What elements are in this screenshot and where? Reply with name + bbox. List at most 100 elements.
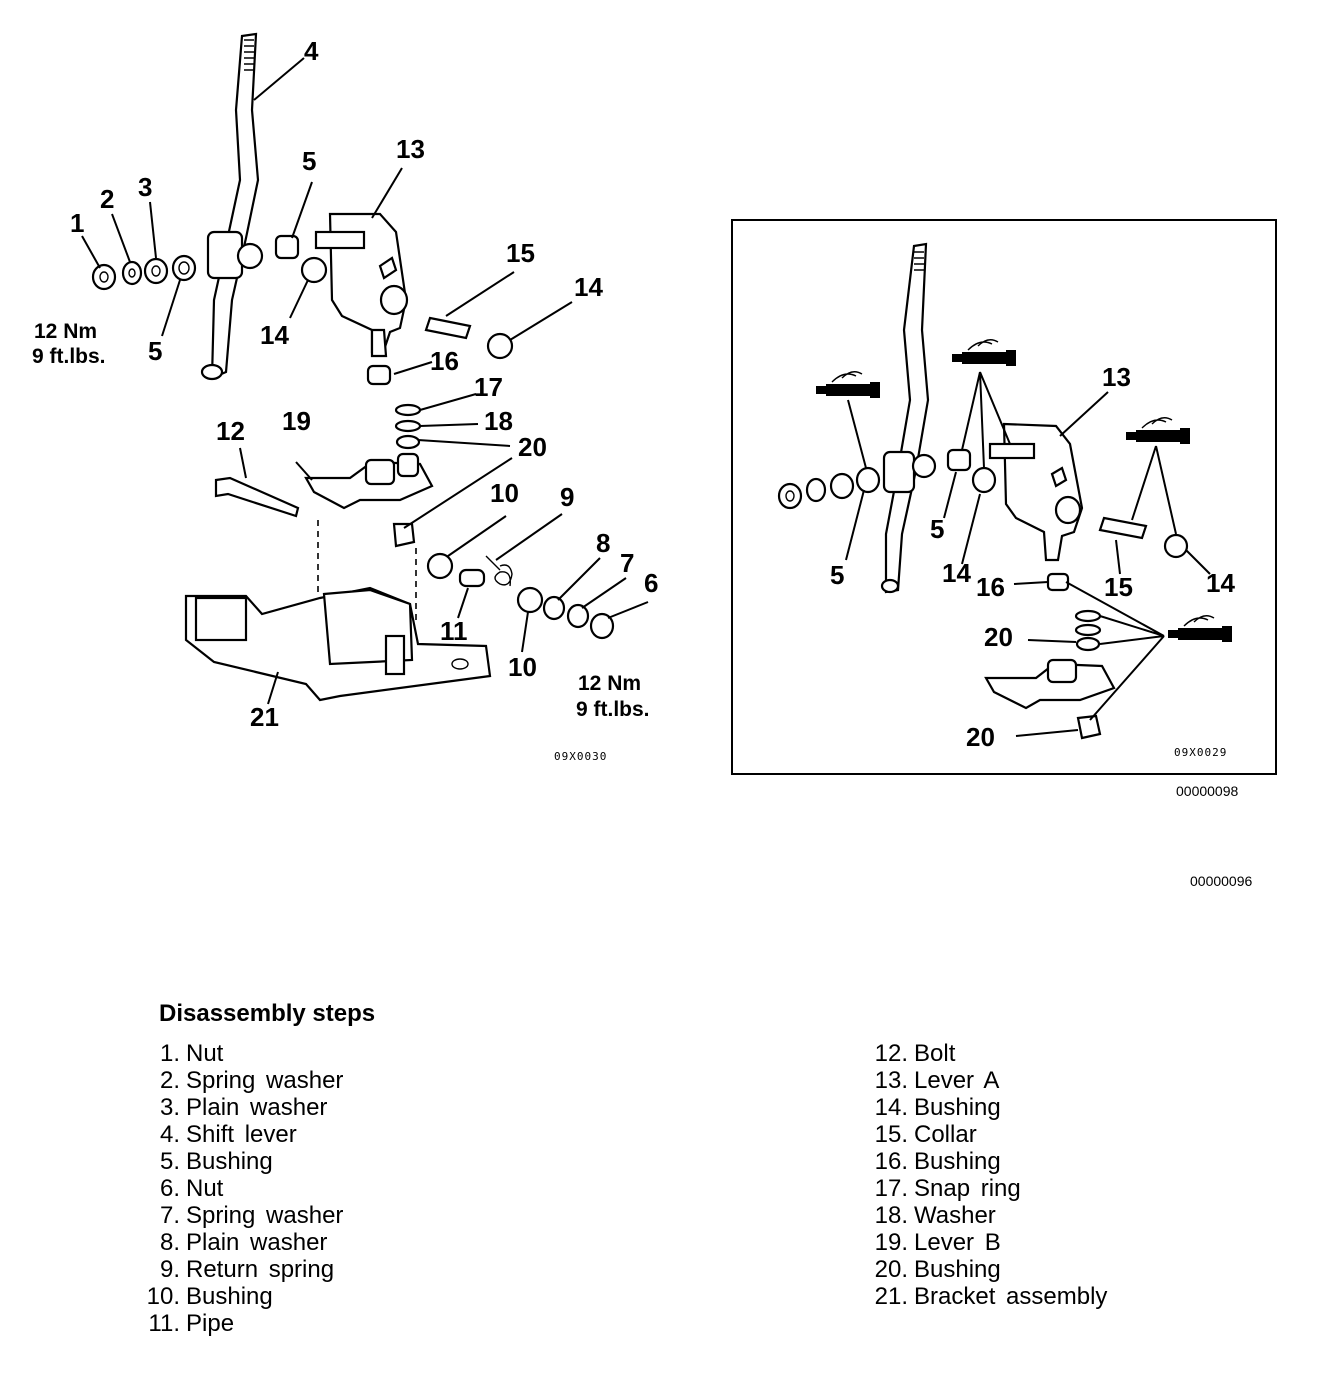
legend-item-number: 21. — [874, 1283, 908, 1310]
legend-item-number: 3. — [159, 1094, 180, 1121]
legend-item-number: 7. — [159, 1202, 180, 1229]
callout-12: 12 — [216, 416, 245, 446]
legend-item-label: Plain washer — [186, 1229, 328, 1256]
legend-item-label: Bolt — [914, 1040, 956, 1067]
legend-item-label: Lever B — [914, 1229, 1001, 1256]
callout-19: 19 — [282, 406, 311, 436]
right-callout-14-mid: 14 — [942, 558, 971, 588]
callout-11: 11 — [440, 616, 468, 646]
legend-item: 18.Washer — [874, 1202, 1107, 1229]
legend-item: 5.Bushing — [146, 1148, 343, 1175]
legend-item-label: Return spring — [186, 1256, 335, 1283]
callout-6: 6 — [644, 568, 658, 598]
legend-item-label: Spring washer — [186, 1067, 344, 1094]
legend-column-1: 1.Nut 2.Spring washer 3.Plain washer 4.S… — [146, 1040, 344, 1337]
legend-item-number: 1. — [159, 1040, 180, 1067]
legend-item-number: 15. — [874, 1121, 908, 1148]
legend-item-number: 17. — [874, 1175, 908, 1202]
torque-left-nm: 12 Nm — [34, 320, 97, 343]
legend-item: 17.Snap ring — [874, 1175, 1107, 1202]
legend-item: 13.Lever A — [874, 1067, 1107, 1094]
legend-item: 8.Plain washer — [146, 1229, 343, 1256]
right-callout-5-mid: 5 — [930, 514, 944, 544]
callout-7: 7 — [620, 548, 634, 578]
legend-item-number: 5. — [159, 1148, 180, 1175]
legend-item-number: 18. — [874, 1202, 908, 1229]
legend-item-label: Washer — [914, 1202, 996, 1229]
legend-item: 6.Nut — [146, 1175, 343, 1202]
callout-18: 18 — [484, 406, 513, 436]
torque-left-ftlbs: 9 ft.lbs. — [32, 345, 106, 368]
right-figure-code: 09X0029 — [1174, 746, 1227, 759]
legend-item: 14.Bushing — [874, 1094, 1107, 1121]
legend-item-number: 9. — [159, 1256, 180, 1283]
right-figure: 13 5 5 14 16 15 14 20 20 09X0029 — [731, 219, 1277, 775]
legend-item: 16.Bushing — [874, 1148, 1107, 1175]
legend-item-label: Lever A — [914, 1067, 1000, 1094]
callout-13: 13 — [396, 134, 425, 164]
legend-item-number: 19. — [874, 1229, 908, 1256]
legend-item: 3.Plain washer — [146, 1094, 343, 1121]
torque-right-nm: 12 Nm — [578, 672, 641, 695]
grease-icon-bottom — [1168, 615, 1232, 642]
legend-item-number: 14. — [874, 1094, 908, 1121]
right-callout-13: 13 — [1102, 362, 1131, 392]
exploded-diagram: 1 2 3 4 5 5 13 14 15 14 16 17 18 19 12 2… — [32, 32, 1277, 889]
legend-item: 21.Bracket assembly — [874, 1283, 1108, 1310]
legend-item: 4.Shift lever — [146, 1121, 343, 1148]
callout-14-left: 14 — [260, 320, 289, 350]
grease-icon-top — [952, 339, 1016, 366]
callout-16: 16 — [430, 346, 459, 376]
legend-item: 12.Bolt — [874, 1040, 1107, 1067]
page-code: 00000096 — [1190, 873, 1253, 889]
legend-item-number: 6. — [159, 1175, 180, 1202]
callout-4: 4 — [304, 36, 319, 66]
grease-icon-left — [816, 371, 880, 398]
legend-item-label: Snap ring — [914, 1175, 1021, 1202]
callout-20: 20 — [518, 432, 547, 462]
callout-21: 21 — [250, 702, 279, 732]
callout-5-top: 5 — [302, 146, 316, 176]
right-callout-20-top: 20 — [984, 622, 1013, 652]
legend-item-label: Plain washer — [186, 1094, 328, 1121]
callout-10-bottom: 10 — [508, 652, 537, 682]
callout-8: 8 — [596, 528, 610, 558]
legend-item-label: Nut — [186, 1040, 224, 1067]
right-callout-16: 16 — [976, 572, 1005, 602]
legend-item: 20.Bushing — [874, 1256, 1107, 1283]
callout-9: 9 — [560, 482, 574, 512]
legend-item-number: 16. — [874, 1148, 908, 1175]
callout-10-top: 10 — [490, 478, 519, 508]
legend-item: 15.Collar — [874, 1121, 1107, 1148]
legend-item-label: Bushing — [914, 1094, 1001, 1121]
grease-icon-right — [1126, 417, 1190, 444]
legend-item-label: Spring washer — [186, 1202, 344, 1229]
callout-1: 1 — [70, 208, 84, 238]
legend-item-number: 4. — [159, 1121, 180, 1148]
shift-lever-part — [210, 32, 260, 380]
legend-item-label: Bushing — [186, 1148, 273, 1175]
legend-item-number: 11. — [148, 1310, 180, 1337]
left-figure: 1 2 3 4 5 5 13 14 15 14 16 17 18 19 12 2… — [32, 32, 658, 763]
callout-3: 3 — [138, 172, 152, 202]
legend-item-label: Bracket assembly — [914, 1283, 1108, 1310]
legend-item: 9.Return spring — [146, 1256, 343, 1283]
callout-15: 15 — [506, 238, 535, 268]
legend-item-number: 13. — [874, 1067, 908, 1094]
legend-item: 7.Spring washer — [146, 1202, 343, 1229]
legend-item: 1.Nut — [146, 1040, 343, 1067]
legend-item: 10.Bushing — [146, 1283, 343, 1310]
legend-item-number: 20. — [874, 1256, 908, 1283]
legend-item-number: 10. — [146, 1283, 180, 1310]
right-figure-frame — [731, 219, 1277, 775]
right-callout-15: 15 — [1104, 572, 1133, 602]
callout-2: 2 — [100, 184, 114, 214]
legend-item: 11.Pipe — [146, 1310, 343, 1337]
right-figure-caption-code: 00000098 — [1176, 783, 1239, 799]
callout-14-right: 14 — [574, 272, 603, 302]
callout-5-left: 5 — [148, 336, 162, 366]
right-callout-20-bottom: 20 — [966, 722, 995, 752]
legend-item-number: 8. — [159, 1229, 180, 1256]
legend-item-number: 2. — [159, 1067, 180, 1094]
legend-heading: Disassembly steps — [159, 1000, 376, 1027]
